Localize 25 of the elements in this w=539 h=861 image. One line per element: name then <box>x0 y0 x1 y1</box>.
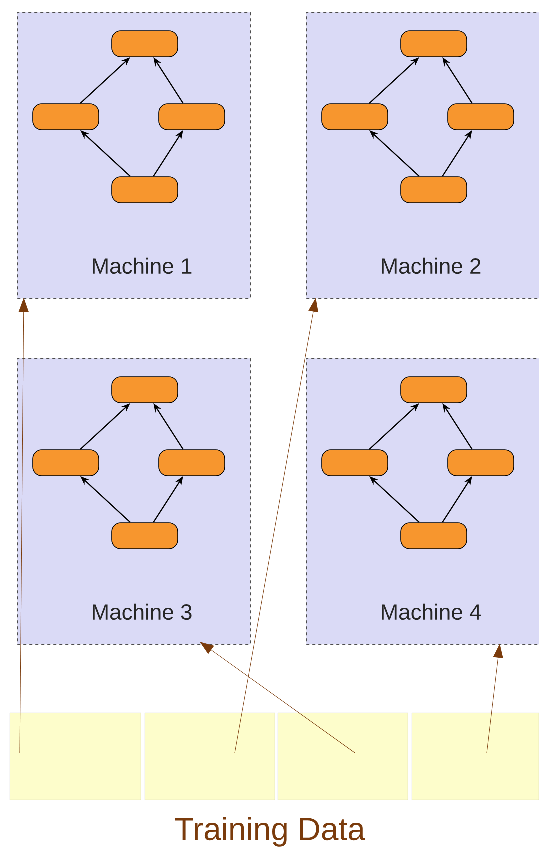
data-cell <box>10 713 142 800</box>
rounded-box <box>448 450 514 476</box>
rounded-box <box>322 450 388 476</box>
arrow <box>200 642 356 754</box>
rounded-box <box>400 30 468 58</box>
caption: Training Data <box>175 817 366 847</box>
rounded-box <box>400 376 468 404</box>
rounded-box <box>400 176 468 204</box>
data-cell <box>412 713 539 800</box>
arrow <box>234 298 318 754</box>
rounded-box <box>158 450 226 476</box>
rounded-box <box>112 30 178 58</box>
data-cell <box>145 713 276 800</box>
rounded-box <box>448 104 514 130</box>
rounded-box <box>112 376 178 404</box>
rounded-box <box>32 450 100 476</box>
rounded-box <box>112 522 178 550</box>
rounded-box <box>32 104 100 130</box>
rounded-box <box>158 104 226 130</box>
rounded-box <box>322 104 388 130</box>
arrow <box>18 298 29 754</box>
rounded-box <box>400 522 468 550</box>
arrow <box>486 644 504 754</box>
rounded-box <box>112 176 178 204</box>
data-cell <box>278 713 408 800</box>
